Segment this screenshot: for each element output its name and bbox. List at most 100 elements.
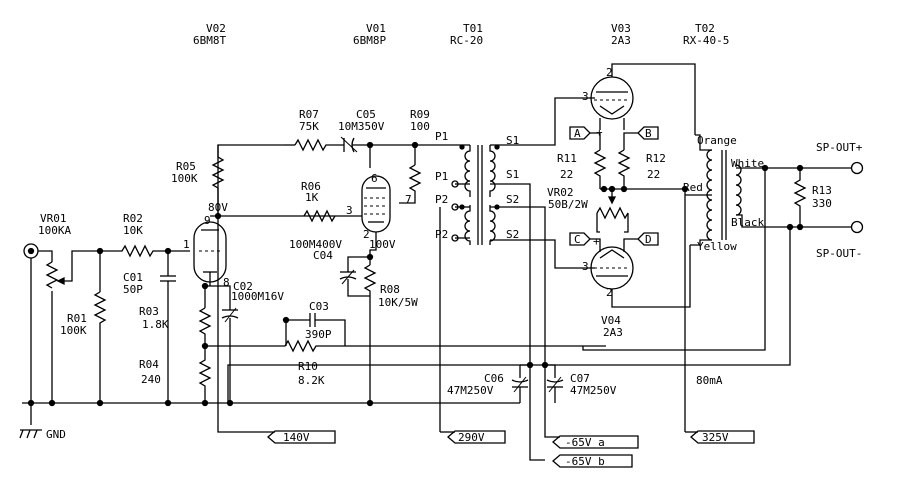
c05-val: 10M350V xyxy=(338,120,385,133)
c02-val: 1000M16V xyxy=(231,290,284,303)
tag-325v xyxy=(685,430,755,444)
r08-ref: R08 xyxy=(380,283,400,296)
t01-p1: P1 xyxy=(435,130,448,143)
c04-val: 100M400V xyxy=(289,238,342,251)
tp-b-label: B xyxy=(645,127,652,140)
v04-tube xyxy=(590,246,634,290)
r02-resistor xyxy=(100,244,168,258)
wire-65va xyxy=(544,365,560,438)
v03-tube xyxy=(590,76,634,120)
wire-vr02-right xyxy=(624,213,629,233)
r12-resistor xyxy=(617,149,631,189)
t02-ref: T02 xyxy=(695,22,715,35)
tag-65vb xyxy=(552,454,633,468)
vr02-wiper-arrow xyxy=(607,196,617,205)
tp-a-label: A xyxy=(574,127,581,140)
wire-s2-v04-grid xyxy=(490,239,595,269)
r10-val: 8.2K xyxy=(298,374,325,387)
t01-ref: T01 xyxy=(463,22,483,35)
ground-icon xyxy=(19,429,42,439)
t01-tap xyxy=(451,203,459,211)
t02-black: Black xyxy=(731,216,764,229)
r04-ref: R04 xyxy=(139,358,159,371)
vr02-ref: VR02 xyxy=(547,186,574,199)
v02-pin9: 9 xyxy=(204,214,211,227)
tag-290v xyxy=(447,430,506,444)
t01-type: RC-20 xyxy=(450,34,483,47)
vr01-resistor xyxy=(45,261,59,289)
v04-type: 2A3 xyxy=(603,326,623,339)
r12-val: 22 xyxy=(647,168,660,181)
junction xyxy=(201,399,209,407)
r13-val: 330 xyxy=(812,197,832,210)
r06-ref: R06 xyxy=(301,180,321,193)
wire-s1-bias xyxy=(490,183,531,365)
v04-pin3: 3 xyxy=(582,260,589,273)
r06-val: 1K xyxy=(305,191,319,204)
r03-ref: R03 xyxy=(139,305,159,318)
wire-v03-plate xyxy=(611,63,696,135)
r05-ref: R05 xyxy=(176,160,196,173)
r11-resistor xyxy=(593,149,607,189)
wire-325v xyxy=(630,188,686,432)
v100-label: 100V xyxy=(369,238,396,251)
tp-d-label: D xyxy=(645,233,652,246)
wire-v04-plate xyxy=(611,245,691,308)
r07-resistor xyxy=(294,138,344,152)
v02-pin1: 1 xyxy=(183,238,190,251)
v01-pin7: 7 xyxy=(405,193,412,206)
wire-input xyxy=(38,250,53,262)
r13-ref: R13 xyxy=(812,184,832,197)
wire-nfb xyxy=(582,168,766,351)
tp-c xyxy=(569,232,591,246)
v01-pin2: 2 xyxy=(363,228,370,241)
junction xyxy=(600,185,608,193)
c04-polarity xyxy=(341,269,355,285)
r10-ref: R10 xyxy=(298,360,318,373)
vr02-val: 50B/2W xyxy=(548,198,588,211)
c06-plate-curved xyxy=(511,379,529,383)
v02-tube xyxy=(193,221,227,286)
tp-a xyxy=(569,126,591,140)
r03-resistor xyxy=(198,307,212,346)
t02-type: RX-40-5 xyxy=(683,34,729,47)
c06-ref: C06 xyxy=(484,372,504,385)
v02-type: 6BM8T xyxy=(193,34,226,47)
junction xyxy=(96,399,104,407)
wire-s2-bias xyxy=(490,206,546,365)
v01-pin3: 3 xyxy=(346,204,353,217)
r07-ref: R07 xyxy=(299,108,319,121)
r11-val: 22 xyxy=(560,168,573,181)
v01-pin6: 6 xyxy=(371,172,378,185)
c07-plate-curved xyxy=(546,379,564,383)
sp-minus-terminal xyxy=(850,220,864,234)
wire-t02-yellow xyxy=(690,239,712,246)
v03-pin3: 3 xyxy=(582,90,589,103)
junction xyxy=(164,399,172,407)
wire-tp-a xyxy=(590,132,601,150)
r07-val: 75K xyxy=(299,120,319,133)
wire-c04-top xyxy=(347,256,370,272)
c07-polarity xyxy=(548,376,562,393)
junction xyxy=(620,185,628,193)
c03-val: 390P xyxy=(305,328,332,341)
c01-ref: C01 xyxy=(123,271,143,284)
c06-polarity xyxy=(513,376,527,393)
wire-tp-c xyxy=(590,238,601,252)
v04-ref: V04 xyxy=(601,314,621,327)
r10-resistor xyxy=(205,339,606,353)
r05-resistor xyxy=(211,144,284,189)
v01-type: 6BM8P xyxy=(353,34,386,47)
v01-ref: V01 xyxy=(366,22,386,35)
tp-d xyxy=(637,232,659,246)
vr01-wiper-arrow xyxy=(56,276,65,286)
t01-p2b: P2 xyxy=(435,228,448,241)
t01-s1b: S1 xyxy=(506,168,519,181)
v04-pin2: 2 xyxy=(606,286,613,299)
t02-orange: Orange xyxy=(697,134,737,147)
c07-ref: C07 xyxy=(570,372,590,385)
wire-c02-top xyxy=(205,285,231,310)
v03-plus: + xyxy=(596,126,603,139)
junction xyxy=(681,185,689,193)
